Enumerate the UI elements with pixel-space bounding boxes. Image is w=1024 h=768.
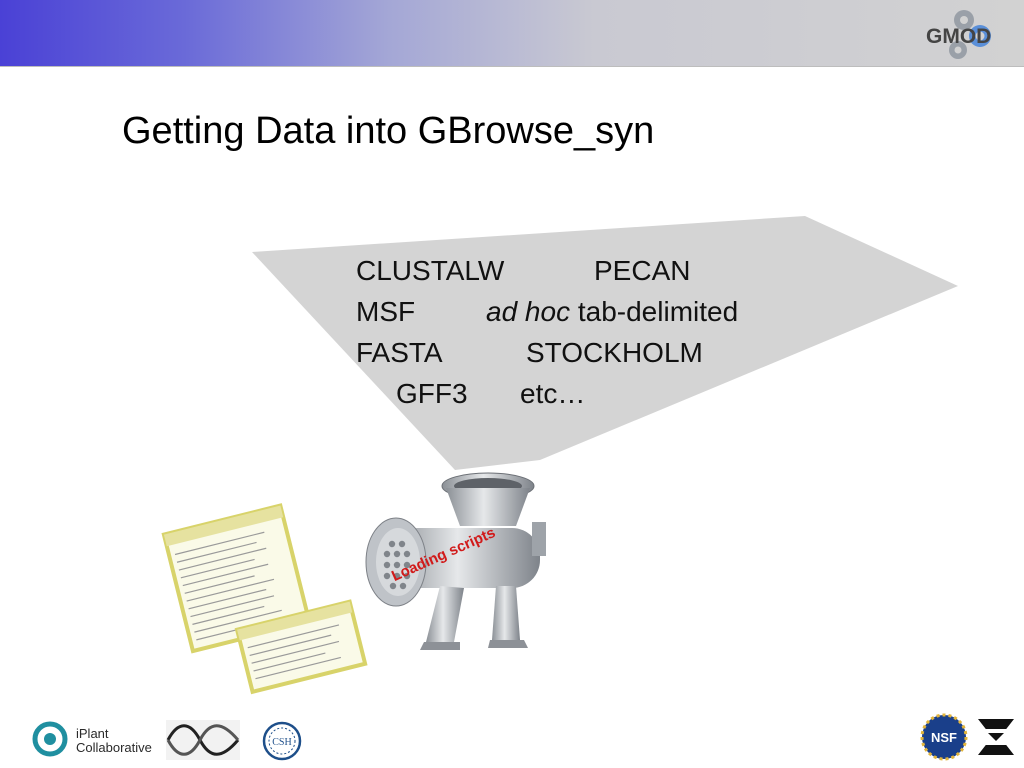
meat-grinder-image	[365, 472, 546, 650]
nsf-logo: NSF	[920, 713, 968, 761]
format-gff3: GFF3	[396, 378, 468, 409]
dna-logo	[166, 720, 240, 760]
format-fasta: FASTA	[356, 337, 443, 368]
format-tab-delimited: tab-delimited	[570, 296, 739, 327]
footer-logos: CSH NSF	[32, 713, 1014, 761]
gmod-text: GMOD	[926, 25, 991, 48]
page-title: Getting Data into GBrowse_syn	[122, 110, 655, 152]
iplant-logo	[32, 721, 68, 757]
iplant-line2: Collaborative	[76, 740, 152, 755]
format-adhoc: ad hoc tab-delimited	[486, 291, 738, 332]
format-clustalw: CLUSTALW	[356, 255, 505, 286]
format-stockholm: STOCKHOLM	[526, 337, 703, 368]
database-schema-image	[161, 503, 368, 695]
hapmap-logo	[978, 719, 1014, 755]
format-pecan: PECAN	[594, 255, 691, 286]
iplant-text: iPlant Collaborative	[76, 727, 152, 755]
format-adhoc-italic: ad hoc	[486, 296, 571, 327]
iplant-line1: iPlant	[76, 726, 109, 741]
format-etc: etc…	[520, 378, 586, 409]
csh-text: CSH	[272, 737, 291, 748]
header-band	[0, 0, 1024, 67]
csh-logo: CSH	[262, 721, 302, 761]
format-msf: MSF	[356, 296, 416, 327]
nsf-text: NSF	[931, 730, 957, 745]
gmod-logo: GMOD	[926, 10, 991, 59]
